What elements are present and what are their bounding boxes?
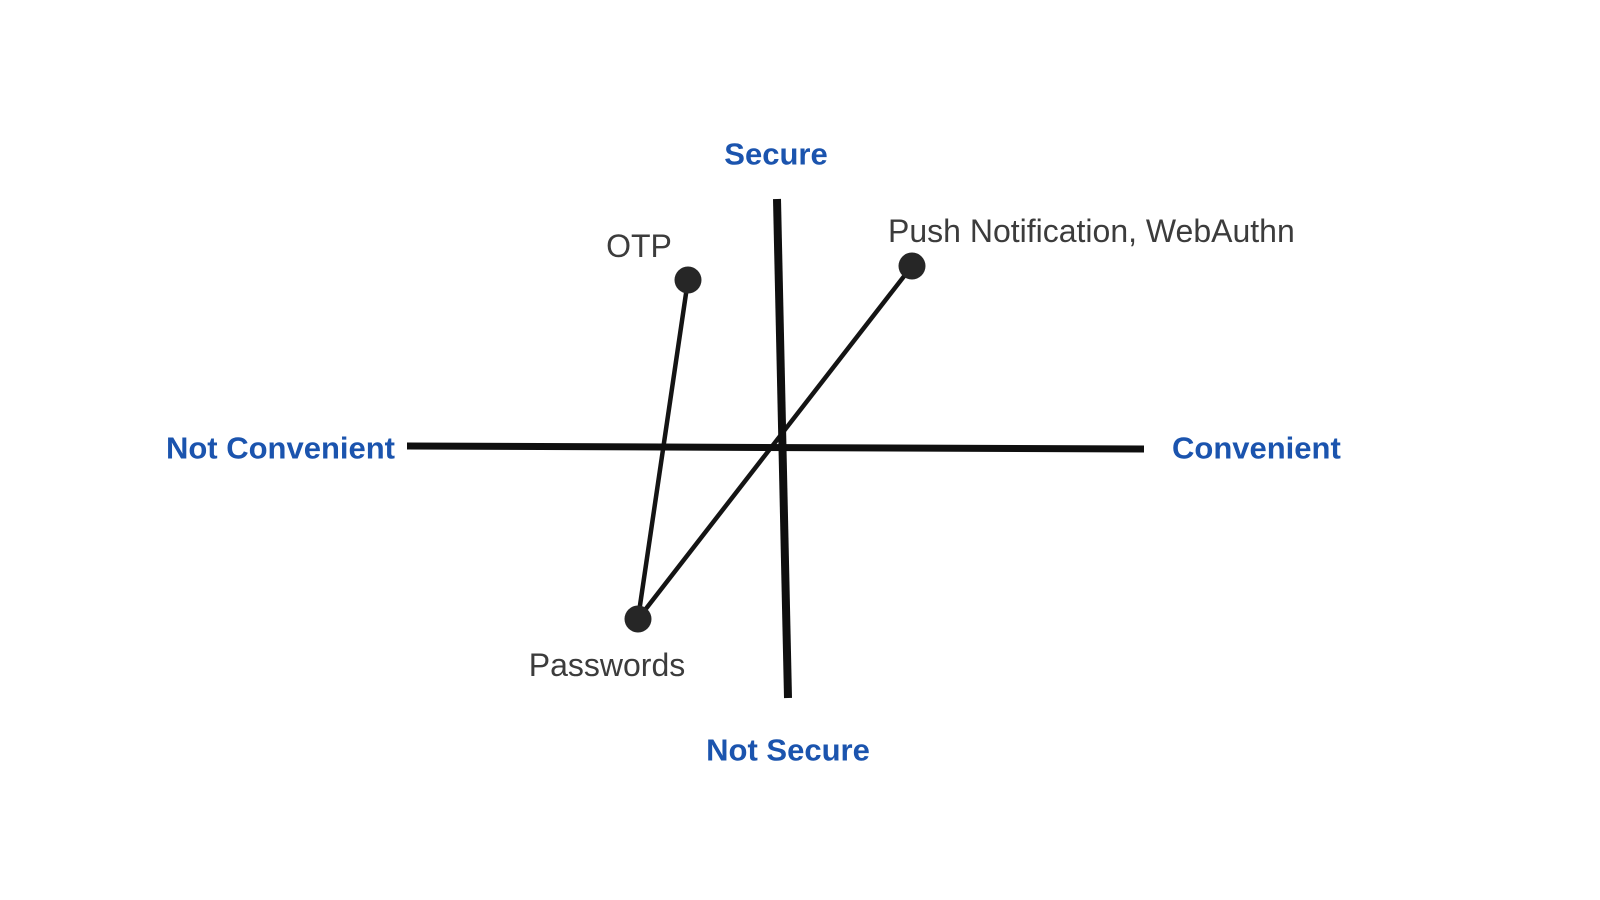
point-passwords-label: Passwords [529,647,686,683]
horizontal-axis-line [406,442,1145,453]
axis-label-top: Secure [724,137,827,172]
axis-label-left: Not Convenient [166,431,395,466]
point-otp-dot [674,266,702,294]
vertical-axis-line [773,198,792,699]
axis-label-bottom: Not Secure [706,733,870,768]
connector-passwords-to-push-webauthn [636,264,914,621]
point-push-webauthn-dot [898,252,926,280]
point-push-webauthn-label: Push Notification, WebAuthn [888,213,1295,249]
point-otp-label: OTP [606,228,672,264]
point-passwords-dot [624,605,652,633]
axis-label-right: Convenient [1172,431,1341,466]
